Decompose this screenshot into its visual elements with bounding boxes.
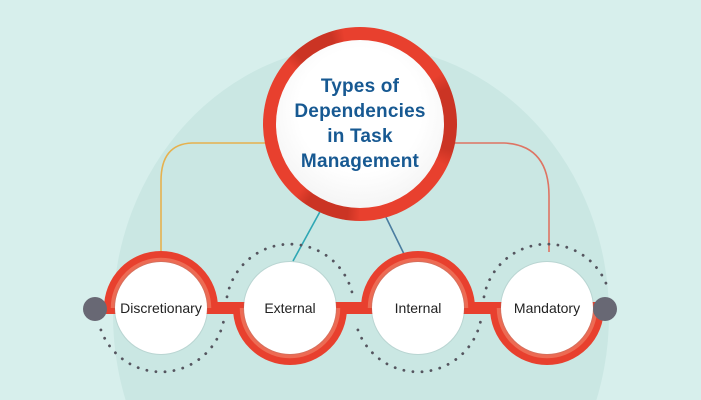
ribbon-inner-internal [367, 257, 469, 309]
node-internal: Internal [372, 262, 464, 354]
ribbon-band [95, 302, 605, 314]
node-label: Discretionary [120, 300, 202, 316]
ribbon-inner-external [239, 307, 341, 359]
node-label: Mandatory [513, 300, 581, 316]
ribbon-inner-discretionary [110, 257, 212, 309]
ribbon-arc-internal [361, 251, 475, 309]
hub-face: Types of Dependencies in Task Management [276, 40, 444, 208]
node-mandatory: Mandatory [501, 262, 593, 354]
node-label: Internal [394, 300, 442, 316]
hub-circle: Types of Dependencies in Task Management [263, 27, 457, 221]
hub-title: Types of Dependencies in Task Management [294, 76, 426, 172]
connector-discretionary [160, 142, 265, 252]
chain-end-dot-left [83, 297, 107, 321]
node-discretionary: Discretionary [115, 262, 207, 354]
ribbon-inner-mandatory [496, 307, 598, 359]
node-external: External [244, 262, 336, 354]
connector-mandatory [455, 142, 550, 252]
ribbon-arc-mandatory [490, 307, 604, 365]
chain-end-dot-right [593, 297, 617, 321]
connector-external [292, 207, 323, 262]
ribbon-arc-discretionary [104, 251, 218, 309]
node-label: External [264, 300, 316, 316]
ribbon-arc-external [233, 307, 347, 365]
